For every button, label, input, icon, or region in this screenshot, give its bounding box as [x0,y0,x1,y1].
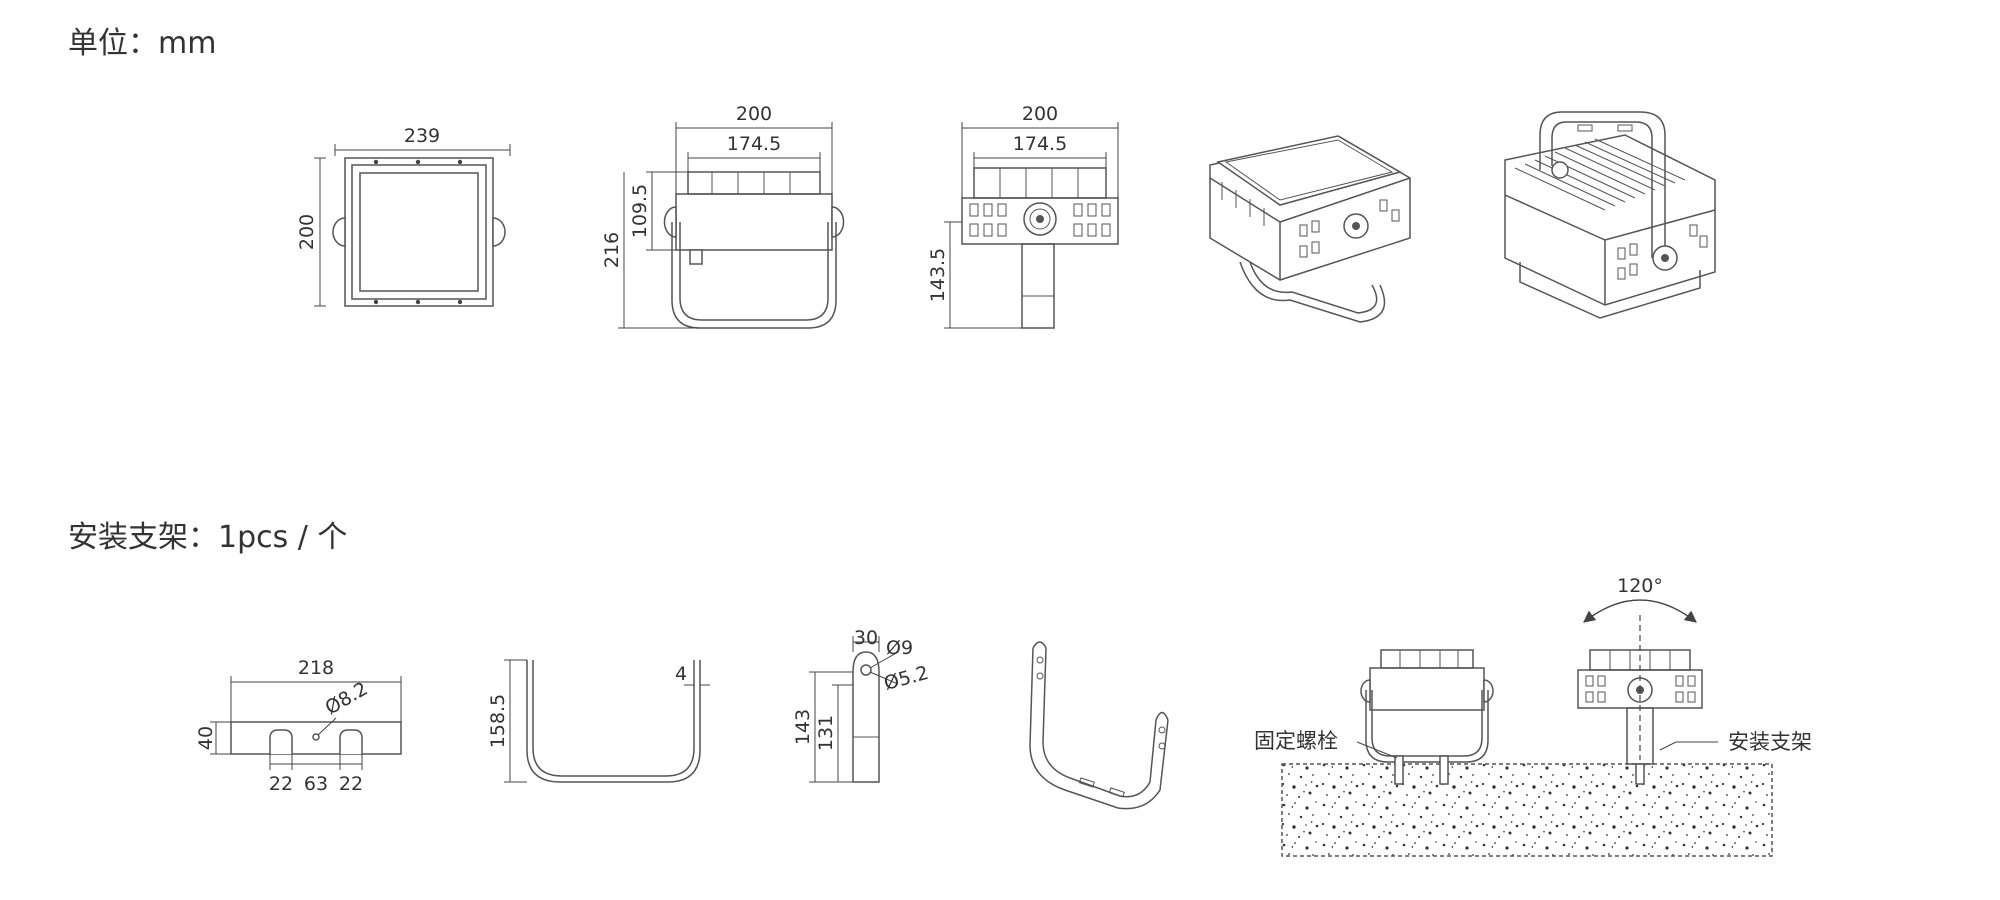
bracket-isometric-view [1029,641,1169,810]
bracket-iso-u [1029,647,1169,810]
install-fixture-side [1369,667,1485,711]
dim-arm-total-height: 143 [792,709,814,745]
bracket-slot-left [269,729,293,754]
arm-hole [860,664,872,676]
iso1-glass-top [1216,135,1402,206]
dim-side-inner-width: 174.5 [727,133,781,155]
isometric-view-front [1209,135,1411,323]
bracket-u-profile [526,660,701,783]
bracket-arm-view: 30 Ø9 Ø5.2 143 131 [792,627,931,783]
dim-bracket-seg-left: 22 [269,773,293,795]
dim-back-top-width: 200 [1022,103,1058,125]
back-heatsink [973,167,1107,199]
front-frame-outer [344,157,494,307]
dim-front-height: 200 [296,214,318,250]
side-heatsink [687,171,821,195]
front-glass [359,172,479,292]
dim-bracket-seg-right: 22 [339,773,363,795]
dim-side-top-width: 200 [736,103,772,125]
bracket-plate [230,721,402,755]
side-knob-left [663,206,677,238]
side-body [675,193,833,251]
bracket-slot-right [339,729,363,754]
dim-arm-hole-large: Ø9 [886,637,913,659]
dim-back-pole-height: 143.5 [927,248,949,302]
front-knob-right [492,217,506,247]
install-bolt-left [1394,755,1404,785]
label-mounting-bracket: 安装支架 [1728,730,1812,754]
bracket-arm [852,651,880,783]
bracket-center-hole [312,733,320,741]
concrete-ground [1281,763,1773,857]
install-bolt-right [1439,755,1449,785]
dim-profile-thickness: 4 [675,663,687,685]
dim-arm-inner-height: 131 [815,715,837,751]
side-cable-gland [689,249,703,265]
bracket-profile-view: 158.5 4 [487,659,710,783]
dim-front-width: 239 [404,125,440,147]
dim-arm-hole-small: Ø5.2 [882,662,931,695]
dim-profile-height: 158.5 [487,694,509,748]
bracket-top-view: Ø8.2 218 40 22 63 22 [195,657,402,795]
dim-bracket-hole: Ø8.2 [322,678,372,720]
installation-diagram: 固定螺栓 120° 安装支架 [1254,575,1812,857]
front-knob-left [332,217,346,247]
unit-label: 单位：mm [68,26,217,61]
dim-bracket-seg-mid: 63 [304,773,328,795]
label-rotation-angle: 120° [1617,575,1663,597]
label-fixing-bolt: 固定螺栓 [1254,729,1338,753]
front-frame-mid [351,164,487,300]
side-knob-right [831,206,845,238]
bracket-section-title: 安装支架：1pcs / 个 [68,520,348,555]
isometric-view-back [1504,111,1716,319]
dim-bracket-width: 218 [298,657,334,679]
front-view: 239 200 [296,125,511,307]
side-bracket [671,222,837,329]
dim-side-body-height: 109.5 [629,184,651,238]
back-pole [1021,243,1055,329]
rotation-arc-left [1583,599,1697,623]
dim-back-inner-width: 174.5 [1013,133,1067,155]
iso1-bracket [1239,261,1386,323]
dim-arm-width: 30 [854,627,878,649]
dim-bracket-height: 40 [195,726,217,750]
iso2-bracket [1539,111,1666,255]
back-view: 200 174.5 143.5 [927,103,1119,329]
dim-side-total-height: 216 [601,232,623,268]
side-view: 200 174.5 109.5 216 [601,103,845,329]
